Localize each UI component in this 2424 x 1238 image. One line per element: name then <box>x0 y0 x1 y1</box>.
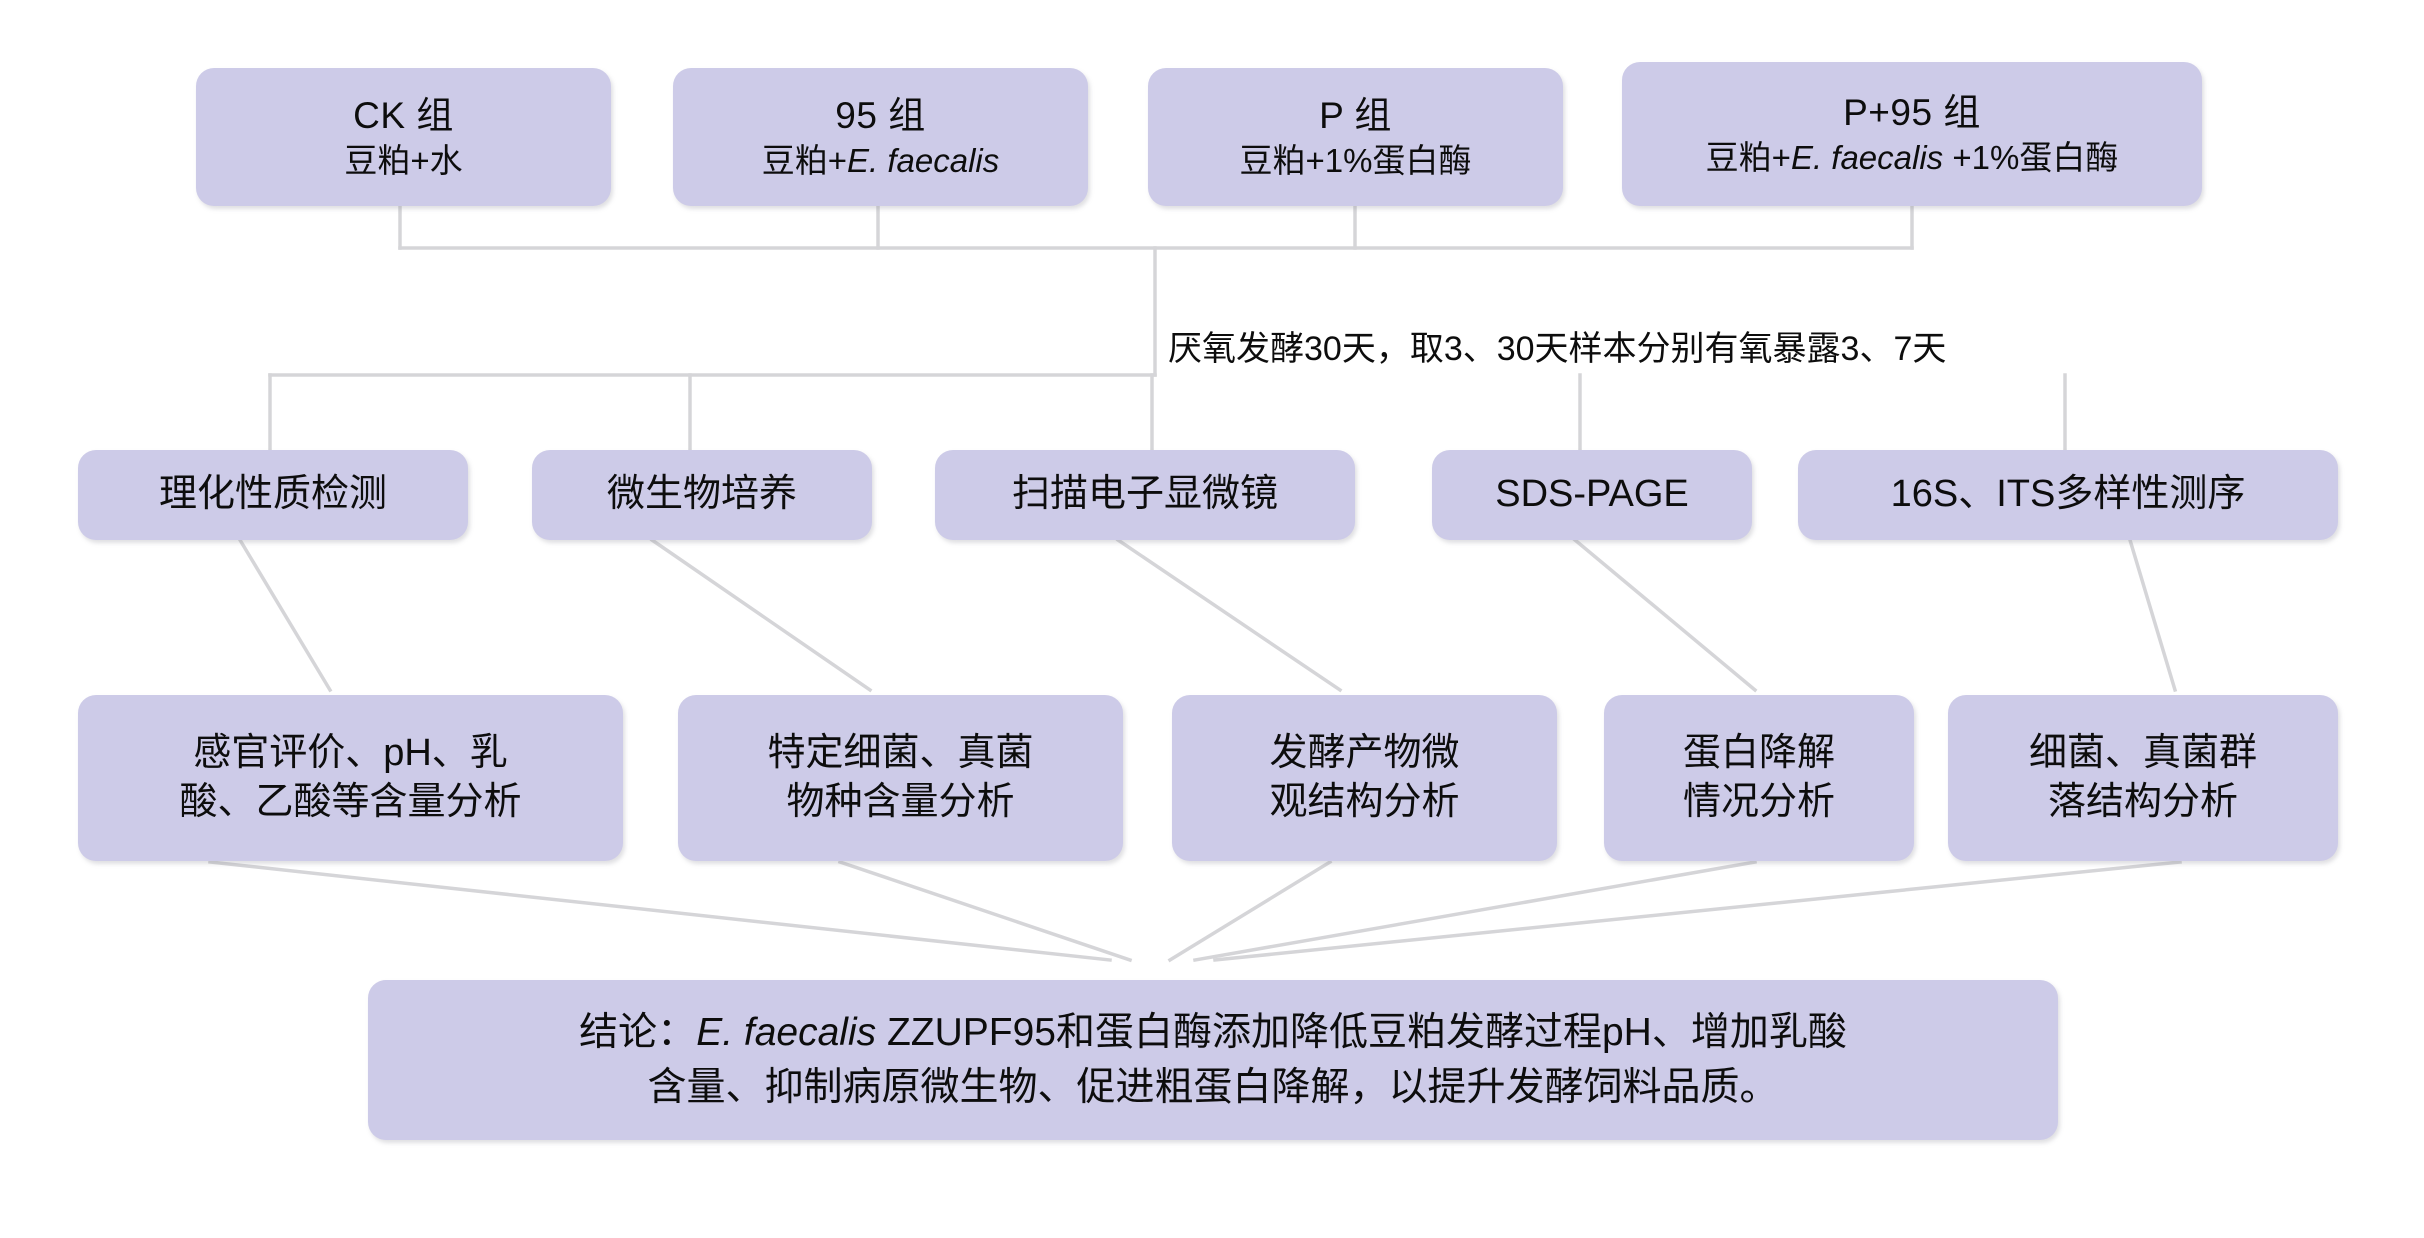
wire-culture-to-species <box>649 537 873 693</box>
result-community-line1: 细菌、真菌群 <box>2028 731 2257 774</box>
result-protein-line1: 蛋白降解 <box>1682 731 1835 774</box>
group-ck-detail: 豆粕+水 <box>344 141 463 179</box>
group-box-p[interactable]: P 组 豆粕+1%蛋白酶 <box>1148 68 1563 206</box>
wire-sdspage-to-protein <box>1572 537 1758 693</box>
group-box-ck[interactable]: CK 组 豆粕+水 <box>196 68 611 206</box>
method-physchem-label: 理化性质检测 <box>158 473 387 516</box>
wire-community-to-conclusion <box>1213 860 2182 962</box>
process-note: 厌氧发酵30天，取3、30天样本分别有氧暴露3、7天 <box>1168 330 1947 368</box>
conclusion-line2: 含量、抑制病原微生物、促进粗蛋白降解，以提升发酵饲料品质。 <box>647 1066 1779 1109</box>
method-box-sdspage[interactable]: SDS-PAGE <box>1432 450 1752 540</box>
result-box-microstructure[interactable]: 发酵产物微 观结构分析 <box>1172 695 1557 861</box>
method-sem-label: 扫描电子显微镜 <box>1011 473 1278 516</box>
result-species-line1: 特定细菌、真菌 <box>767 731 1034 774</box>
result-microstructure-line1: 发酵产物微 <box>1269 731 1460 774</box>
group-p95-name: P+95 组 <box>1843 91 1981 133</box>
group-box-95[interactable]: 95 组 豆粕+E. faecalis <box>673 68 1088 206</box>
result-species-line2: 物种含量分析 <box>786 781 1015 823</box>
method-box-physchem[interactable]: 理化性质检测 <box>78 450 468 540</box>
wire-species-to-conclusion <box>837 859 1133 963</box>
result-protein-line2: 情况分析 <box>1682 781 1835 823</box>
wire-sem-to-microstructure <box>1115 537 1343 693</box>
group-p-name: P 组 <box>1319 94 1392 136</box>
result-box-protein[interactable]: 蛋白降解 情况分析 <box>1604 695 1914 861</box>
method-box-culture[interactable]: 微生物培养 <box>532 450 872 540</box>
wire-protein-to-conclusion <box>1192 859 1758 963</box>
method-sdspage-label: SDS-PAGE <box>1495 473 1689 516</box>
wire-physchem-to-sensory <box>237 537 333 693</box>
group-95-detail: 豆粕+E. faecalis <box>761 141 1000 179</box>
method-culture-label: 微生物培养 <box>606 473 797 516</box>
group-p95-detail: 豆粕+E. faecalis +1%蛋白酶 <box>1705 138 2119 176</box>
result-community-line2: 落结构分析 <box>2047 781 2238 823</box>
group-ck-name: CK 组 <box>353 94 454 136</box>
result-sensory-line2: 酸、乙酸等含量分析 <box>179 781 522 823</box>
result-microstructure-line2: 观结构分析 <box>1269 781 1460 823</box>
group-p-detail: 豆粕+1%蛋白酶 <box>1239 141 1472 179</box>
result-sensory-line1: 感官评价、pH、乳 <box>193 731 508 774</box>
method-box-sem[interactable]: 扫描电子显微镜 <box>935 450 1355 540</box>
result-box-species[interactable]: 特定细菌、真菌 物种含量分析 <box>678 695 1123 861</box>
method-box-sequencing[interactable]: 16S、ITS多样性测序 <box>1798 450 2338 540</box>
conclusion-box[interactable]: 结论：E. faecalis ZZUPF95和蛋白酶添加降低豆粕发酵过程pH、增… <box>368 980 2058 1140</box>
conclusion-line1: 结论：E. faecalis ZZUPF95和蛋白酶添加降低豆粕发酵过程pH、增… <box>579 1010 1847 1054</box>
method-sequencing-label: 16S、ITS多样性测序 <box>1890 473 2246 516</box>
wire-microstructure-to-conclusion <box>1167 859 1333 963</box>
group-box-p95[interactable]: P+95 组 豆粕+E. faecalis +1%蛋白酶 <box>1622 62 2202 206</box>
wire-sensory-to-conclusion <box>208 860 1112 962</box>
result-box-sensory[interactable]: 感官评价、pH、乳 酸、乙酸等含量分析 <box>78 695 623 861</box>
group-95-name: 95 组 <box>835 94 926 136</box>
result-box-community[interactable]: 细菌、真菌群 落结构分析 <box>1948 695 2338 861</box>
wire-seq-to-community <box>2127 537 2178 693</box>
